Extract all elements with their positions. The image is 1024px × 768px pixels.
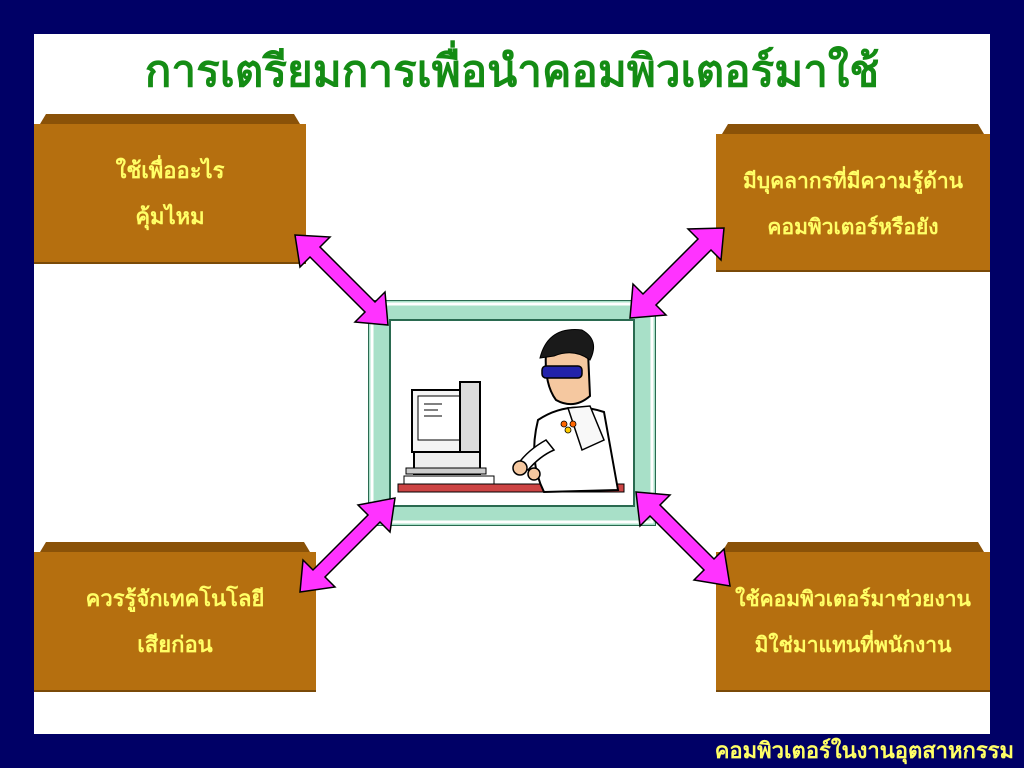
arrow-top-left: [294, 234, 389, 326]
box-bottom-left-line2: เสียก่อน: [137, 632, 213, 658]
box-top-right-line2: คอมพิวเตอร์หรือยัง: [767, 214, 939, 239]
box-bottom-right: ใช้คอมพิวเตอร์มาช่วยงาน มิใช่มาแทนที่พนั…: [716, 552, 990, 692]
center-picture-frame: [368, 300, 656, 526]
box-bottom-right-line1: ใช้คอมพิวเตอร์มาช่วยงาน: [735, 586, 971, 611]
arrow-bottom-left: [299, 497, 396, 593]
box-top-left-line1: ใช้เพื่ออะไร: [115, 158, 225, 184]
box-bottom-left-line1: ควรรู้จักเทคโนโลยี: [85, 586, 265, 612]
box-top-left: ใช้เพื่ออะไร คุ้มไหม: [34, 124, 306, 264]
box-top-left-line2: คุ้มไหม: [135, 204, 205, 230]
box-bottom-left: ควรรู้จักเทคโนโลยี เสียก่อน: [34, 552, 316, 692]
slide-footer: คอมพิวเตอร์ในงานอุตสาหกรรม: [714, 738, 1014, 764]
person-at-computer-icon: [368, 300, 656, 526]
arrow-top-right: [629, 227, 725, 319]
box-top-right-line1: มีบุคลากรที่มีความรู้ด้าน: [742, 168, 964, 193]
slide-title: การเตรียมการเพื่อนำคอมพิวเตอร์มาใช้: [144, 46, 880, 97]
box-top-right: มีบุคลากรที่มีความรู้ด้าน คอมพิวเตอร์หรื…: [716, 134, 990, 272]
double-headed-arrow-icon: [294, 227, 731, 593]
arrow-bottom-right: [635, 491, 731, 587]
box-bottom-right-line2: มิใช่มาแทนที่พนักงาน: [754, 632, 952, 657]
